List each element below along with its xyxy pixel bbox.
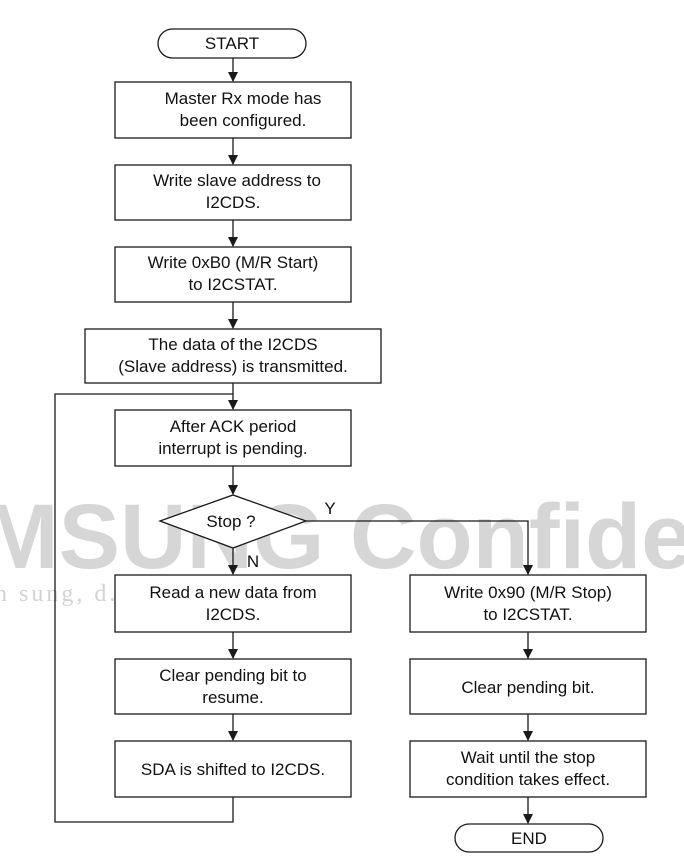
- connectors: [54, 58, 533, 824]
- write-stop-line1: Write 0x90 (M/R Stop): [444, 583, 612, 602]
- write-stop-line2: to I2CSTAT.: [483, 605, 572, 624]
- process-wait: Wait until the stop condition takes effe…: [409, 740, 647, 798]
- transmitted-line2: (Slave address) is transmitted.: [118, 357, 348, 376]
- decision-label: Stop ?: [206, 512, 255, 531]
- wait-line1: Wait until the stop: [461, 748, 596, 767]
- end-label: END: [511, 829, 547, 848]
- write-address-line1: Write slave address to: [153, 171, 321, 190]
- process-transmitted: The data of the I2CDS (Slave address) is…: [84, 328, 382, 384]
- clear-label: Clear pending bit.: [461, 678, 594, 697]
- process-write-start: Write 0xB0 (M/R Start) to I2CSTAT.: [114, 246, 352, 303]
- write-address-line2: I2CDS.: [206, 193, 261, 212]
- read-line2: I2CDS.: [206, 605, 261, 624]
- process-read: Read a new data from I2CDS.: [114, 574, 352, 633]
- arrow-decision-yes: [306, 520, 533, 575]
- decision-yes-label: Y: [324, 499, 335, 518]
- process-ack: After ACK period interrupt is pending.: [114, 409, 352, 467]
- decision-stop: Stop ? Y N: [158, 494, 336, 571]
- end-terminal: END: [454, 823, 604, 853]
- write-start-line1: Write 0xB0 (M/R Start): [148, 253, 319, 272]
- configured-line2: been configured.: [180, 111, 307, 130]
- decision-no-label: N: [247, 552, 259, 571]
- watermark-text: MSUNG Confident: [0, 486, 684, 588]
- ack-line1: After ACK period: [170, 417, 297, 436]
- process-shift: SDA is shifted to I2CDS.: [114, 740, 352, 798]
- transmitted-line1: The data of the I2CDS: [148, 335, 317, 354]
- write-start-line2: to I2CSTAT.: [188, 275, 277, 294]
- read-line1: Read a new data from: [149, 583, 316, 602]
- process-configured: Master Rx mode has been configured.: [114, 81, 352, 139]
- shift-label: SDA is shifted to I2CDS.: [141, 760, 325, 779]
- clear-resume-line2: resume.: [202, 688, 263, 707]
- process-clear-resume: Clear pending bit to resume.: [114, 658, 352, 715]
- process-write-stop: Write 0x90 (M/R Stop) to I2CSTAT.: [409, 574, 647, 633]
- wait-line2: condition takes effect.: [446, 770, 610, 789]
- ack-line2: interrupt is pending.: [158, 439, 307, 458]
- configured-line1: Master Rx mode has: [165, 89, 322, 108]
- process-clear: Clear pending bit.: [409, 658, 647, 715]
- loop-back-line: [54, 393, 234, 823]
- start-label: START: [205, 34, 259, 53]
- process-write-address: Write slave address to I2CDS.: [114, 164, 352, 221]
- clear-resume-line1: Clear pending bit to: [159, 666, 306, 685]
- start-terminal: START: [157, 28, 307, 59]
